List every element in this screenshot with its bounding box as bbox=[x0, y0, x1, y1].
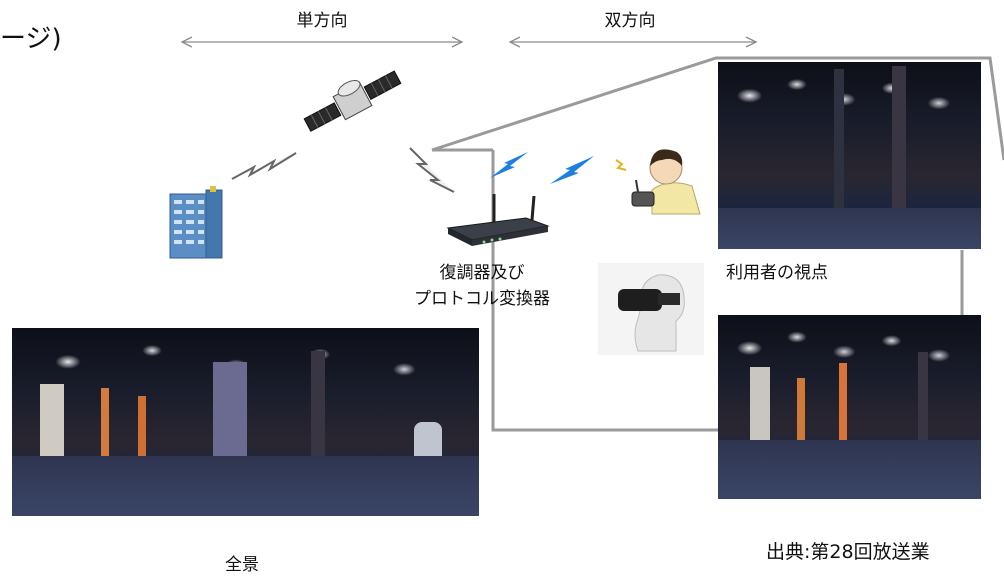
user-viewpoint-label: 利用者の視点 bbox=[726, 263, 828, 283]
one-way-arrow bbox=[180, 36, 464, 48]
demodulator-label-line1: 復調器及び bbox=[439, 263, 525, 283]
controller-user-icon bbox=[615, 149, 701, 215]
router-icon bbox=[446, 194, 550, 246]
wireless-signal-icon bbox=[490, 152, 528, 178]
source-citation: 出典:第28回放送業 bbox=[766, 541, 930, 563]
panorama-label: 全景 bbox=[225, 555, 259, 575]
slide-title-fragment: ージ) bbox=[0, 24, 62, 54]
panorama-image bbox=[12, 328, 479, 516]
vr-headset-icon bbox=[598, 263, 704, 355]
two-way-label: 双方向 bbox=[604, 11, 656, 31]
two-way-arrow bbox=[508, 36, 758, 48]
building-icon bbox=[169, 186, 223, 259]
signal-zigzag-icon bbox=[409, 147, 455, 193]
upstream-connector-line bbox=[431, 56, 1004, 161]
satellite-icon bbox=[303, 70, 402, 132]
one-way-label: 単方向 bbox=[296, 11, 348, 31]
panorama-connector-line bbox=[491, 150, 720, 432]
user-viewpoint-image bbox=[718, 62, 981, 249]
viewpoint-sample-image bbox=[718, 315, 981, 499]
wireless-signal-icon bbox=[550, 156, 594, 184]
signal-zigzag-icon bbox=[231, 152, 297, 180]
demodulator-label-line2: プロトコル変換器 bbox=[414, 289, 550, 309]
